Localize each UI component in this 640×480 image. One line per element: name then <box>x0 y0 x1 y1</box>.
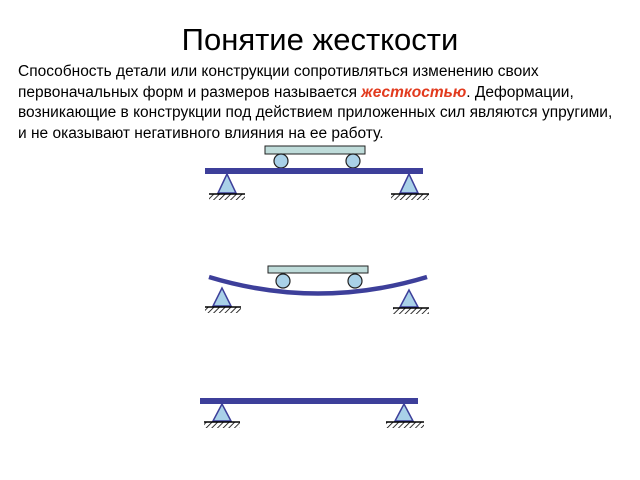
cart-platform <box>264 145 366 155</box>
cart-wheel-left <box>275 273 291 289</box>
cart-wheel-right <box>345 153 361 169</box>
cart-wheel-left <box>273 153 289 169</box>
page-title: Понятие жесткости <box>181 22 459 57</box>
support-left <box>204 402 240 428</box>
deflected-beam-figure <box>205 265 429 314</box>
beam <box>205 168 423 174</box>
support-left <box>209 172 245 200</box>
beam <box>200 398 418 404</box>
paragraph-text-start: Способность детали или конструкции сопро… <box>18 63 539 101</box>
support-left <box>205 286 241 313</box>
stiffness-term: жесткостью <box>361 83 467 101</box>
rigid-beam-figure <box>205 145 429 200</box>
unloaded-beam-figure <box>200 398 424 428</box>
bent-beam <box>208 274 428 296</box>
cart-wheel-right <box>347 273 363 289</box>
support-right <box>386 402 424 428</box>
definition-paragraph: Способность детали или конструкции сопро… <box>18 62 618 144</box>
paragraph-text-end: . Деформации, возникающие в конструкции … <box>18 83 613 142</box>
support-right <box>391 172 429 200</box>
cart-platform <box>267 265 369 274</box>
support-right <box>393 288 429 314</box>
